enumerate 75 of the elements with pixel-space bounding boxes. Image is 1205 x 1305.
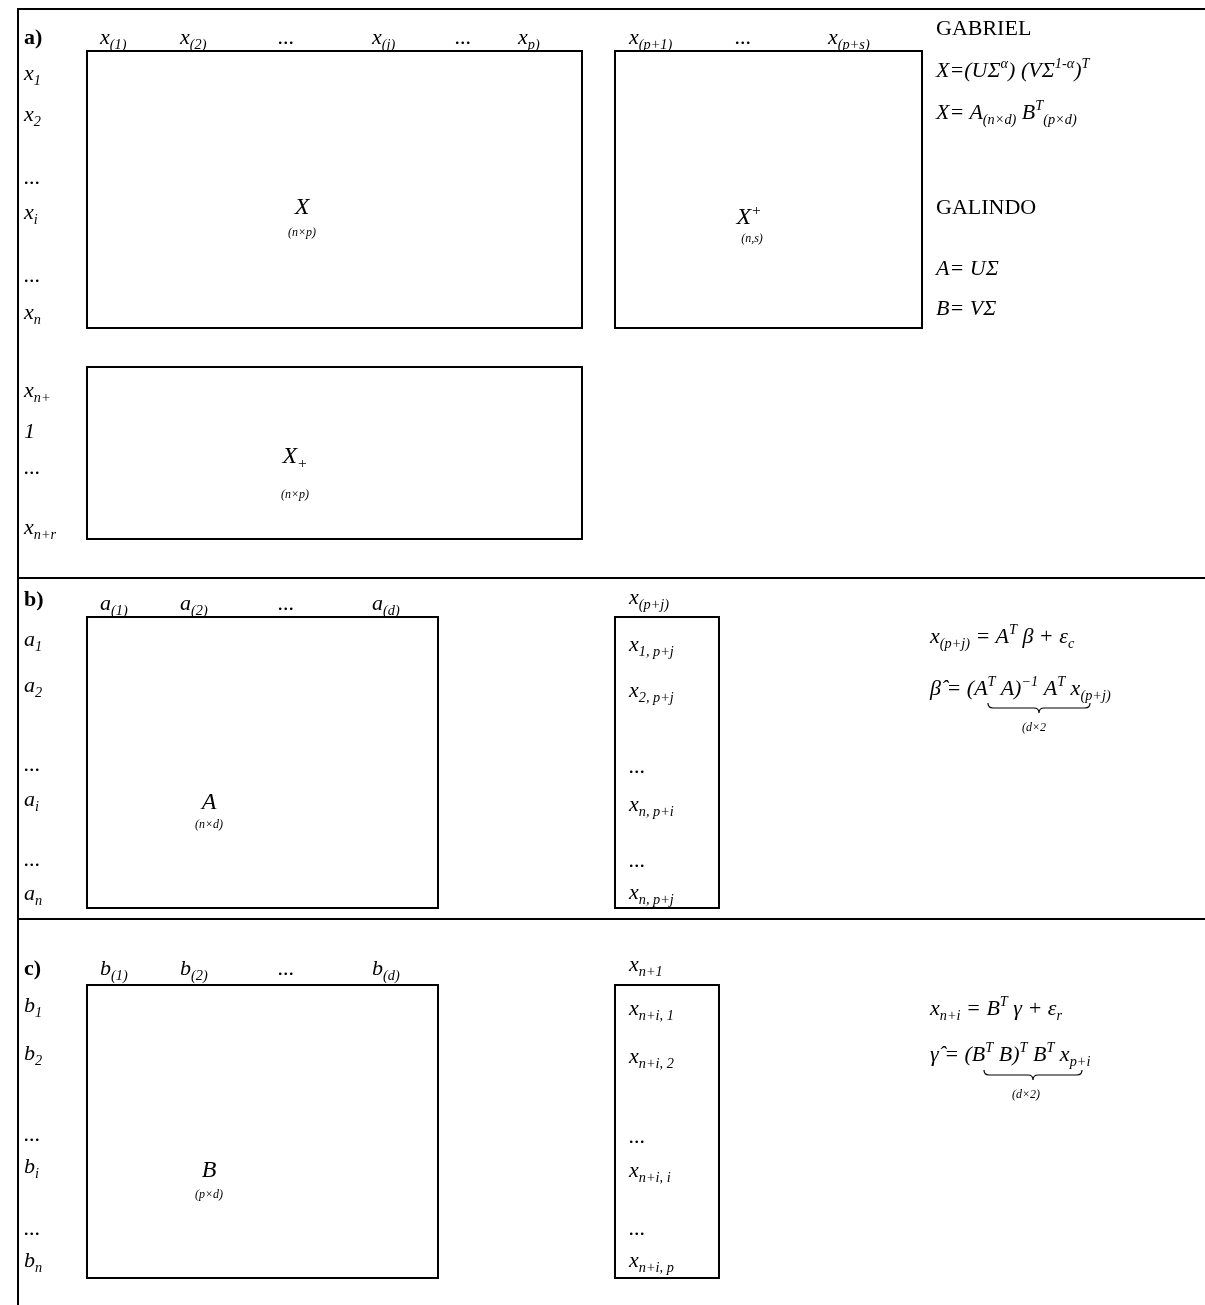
matrix-symbol: A	[201, 786, 217, 816]
row-label: ...	[24, 261, 41, 289]
row-label: ...	[24, 453, 41, 481]
column-label: b$_{(d)}$	[372, 954, 400, 982]
equation: γ̂ = (B$^{T}$ B)$^{T}$ B$^{T}$ x$_{p+i}$	[930, 1040, 1091, 1068]
matrix-box	[86, 366, 583, 540]
row-label: a$_{2}$	[24, 671, 43, 699]
vector-entry: x$_{n+i, i}$	[629, 1156, 671, 1184]
panel-label: b)	[24, 585, 44, 613]
method-name: GALINDO	[936, 193, 1037, 221]
matrix-symbol: X$^{+}$	[736, 201, 762, 231]
row-label: a$_{i}$	[24, 785, 39, 813]
vector-entry: ...	[629, 752, 646, 780]
vector-header: x$_{(p+j)}$	[629, 583, 670, 611]
vector-entry: x$_{1, p+j}$	[629, 630, 674, 658]
matrix-box	[86, 616, 439, 909]
panel-label: a)	[24, 23, 43, 51]
vector-entry: x$_{n+i, 2}$	[629, 1042, 674, 1070]
row-label: x$_{n}$	[24, 298, 41, 326]
vector-entry: x$_{n+i, p}$	[629, 1246, 674, 1274]
row-label: ...	[24, 1120, 41, 1148]
column-label: ...	[278, 23, 295, 51]
matrix-symbol: B	[201, 1154, 217, 1184]
panel	[17, 8, 1205, 577]
row-label: ...	[24, 845, 41, 873]
brace-label: (d×2)	[1012, 1086, 1041, 1102]
column-label: ...	[455, 23, 472, 51]
vector-header: x$_{n+1}$	[629, 950, 663, 978]
row-label: ...	[24, 750, 41, 778]
matrix-dimension: (n×p)	[280, 486, 310, 502]
equation: x$_{(p+j)}$ = A$^{T}$ β + ε$_{c}$	[930, 622, 1075, 650]
column-label: ...	[735, 23, 752, 51]
panel-label: c)	[24, 954, 42, 982]
matrix-box	[86, 50, 583, 329]
row-label: b$_{1}$	[24, 991, 43, 1019]
column-label: b$_{(1)}$	[100, 954, 128, 982]
row-label: x$_{n+}$	[24, 376, 51, 404]
equation: A= UΣ	[936, 254, 999, 282]
column-label: b$_{(2)}$	[180, 954, 208, 982]
matrix-symbol: X	[294, 191, 310, 221]
row-label: x$_{n+r}$	[24, 513, 57, 541]
matrix-dimension: (n,s)	[741, 230, 763, 246]
equation: B= VΣ	[936, 294, 997, 322]
matrix-symbol: X$_{+}$	[282, 440, 308, 470]
column-label: ...	[278, 954, 295, 982]
row-label: b$_{2}$	[24, 1039, 43, 1067]
vector-entry: ...	[629, 846, 646, 874]
vector-entry: x$_{2, p+j}$	[629, 676, 674, 704]
matrix-box	[86, 984, 439, 1279]
row-label: x$_{2}$	[24, 100, 41, 128]
panel	[17, 577, 1205, 918]
row-label: ...	[24, 1214, 41, 1242]
vector-entry: x$_{n, p+i}$	[629, 790, 674, 818]
brace-label: (d×2	[1022, 719, 1047, 735]
equation: x$_{n+i}$ = B$^{T}$ γ + ε$_{r}$	[930, 994, 1063, 1022]
row-label: x$_{1}$	[24, 59, 41, 87]
row-label: x$_{i}$	[24, 198, 38, 226]
row-label: b$_{n}$	[24, 1246, 43, 1274]
vector-entry: x$_{n, p+j}$	[629, 878, 674, 906]
row-label: ...	[24, 163, 41, 191]
vector-entry: ...	[629, 1214, 646, 1242]
matrix-dimension: (n×d)	[194, 816, 224, 832]
matrix-dimension: (n×p)	[287, 224, 317, 240]
matrix-box	[614, 50, 923, 329]
row-label: a$_{1}$	[24, 625, 43, 653]
matrix-dimension: (p×d)	[194, 1186, 224, 1202]
row-label: b$_{i}$	[24, 1152, 39, 1180]
vector-entry: x$_{n+i, 1}$	[629, 994, 674, 1022]
method-name: GABRIEL	[936, 14, 1032, 42]
panel	[17, 918, 1205, 1305]
vector-entry: ...	[629, 1122, 646, 1150]
column-label: ...	[278, 589, 295, 617]
equation: β̂ = (A$^{T}$ A)$^{−1}$ A$^{T}$ x$_{(p+j)}$	[930, 674, 1111, 702]
row-label: 1	[24, 417, 35, 445]
row-label: a$_{n}$	[24, 879, 43, 907]
